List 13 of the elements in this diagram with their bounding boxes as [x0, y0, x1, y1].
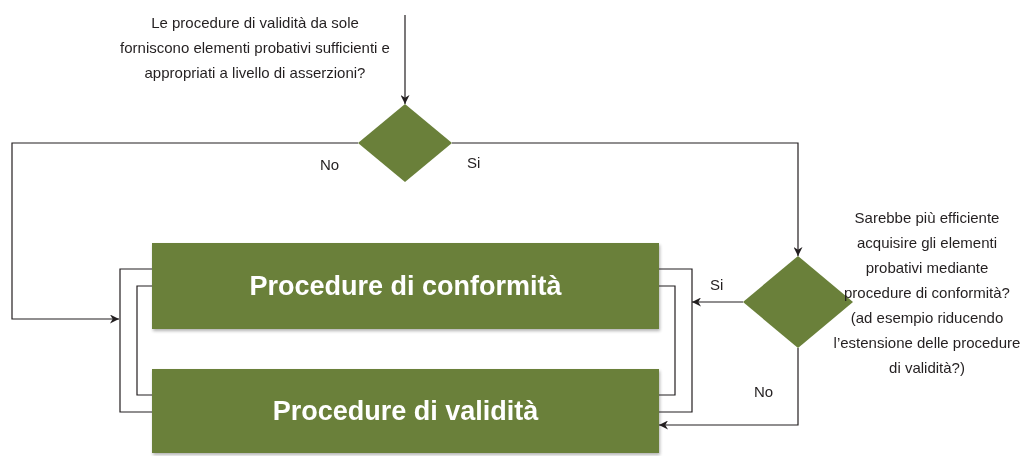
question-text: Le procedure di validità da sole forniscono elementi probativi sufficienti e appropriati a livello di asserzioni? — [120, 13, 390, 83]
arrow — [451, 142, 803, 257]
connector-line — [136, 285, 153, 396]
connector-line — [658, 285, 676, 396]
arrow — [691, 297, 744, 307]
arrow — [11, 142, 359, 324]
arrow — [658, 347, 799, 430]
connector-line — [119, 268, 153, 413]
process-box: Procedure di conformità — [152, 243, 659, 329]
question-text: Sarebbe più efficiente acquisire gli elementi probativi mediante procedure di conformità? (ad esempio riducendo l’estensione delle procedure di validità?) — [832, 208, 1022, 378]
connector-line — [658, 268, 693, 413]
process-box: Procedure di validità — [152, 369, 659, 453]
arrow — [400, 14, 410, 105]
